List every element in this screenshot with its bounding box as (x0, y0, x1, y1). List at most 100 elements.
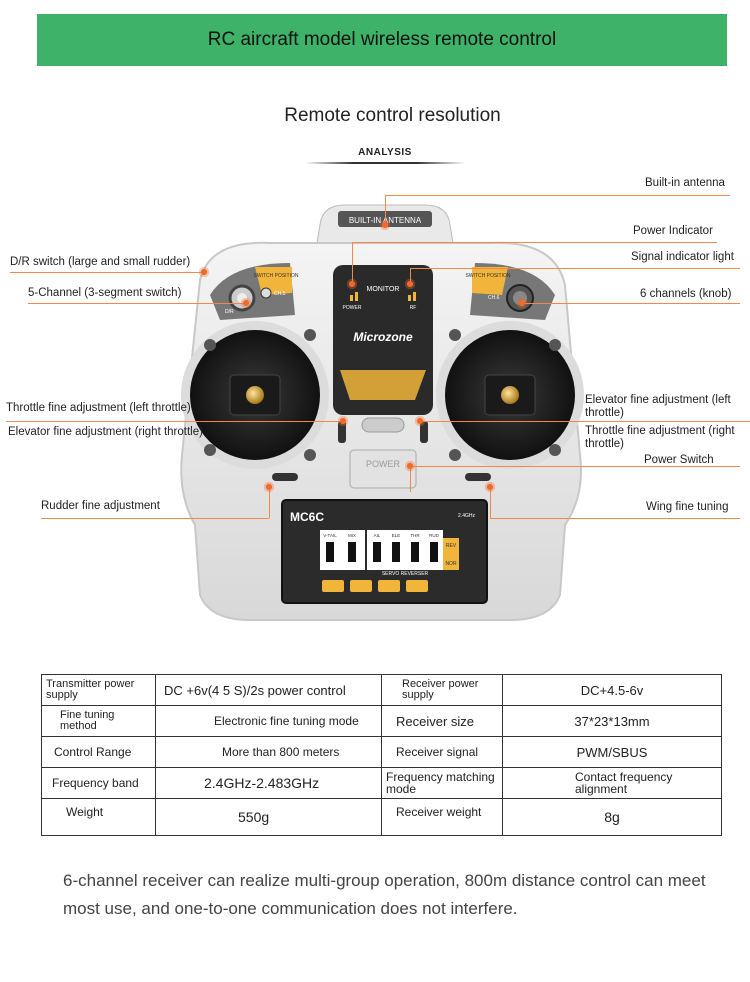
svg-text:THR: THR (410, 533, 420, 538)
left-stick (246, 386, 264, 404)
spec-label: Frequency matching mode (381, 767, 503, 799)
leader-power-switch-drop (410, 466, 411, 492)
table-row: Fine tuning method Electronic fine tunin… (41, 705, 722, 737)
leader-rudder-fine-rise (269, 487, 270, 518)
spec-value: DC +6v(4 5 S)/2s power control (155, 674, 382, 706)
section-title: Remote control resolution (284, 105, 501, 126)
spec-label: Weight (41, 798, 156, 836)
monitor-text: MONITOR (367, 286, 400, 293)
spec-value: DC+4.5-6v (502, 674, 722, 706)
callout-dr-switch: D/R switch (large and small rudder) (10, 256, 191, 268)
leader-signal-light-drop (410, 268, 411, 282)
leader-rudder-fine (41, 518, 269, 519)
leader-antenna-drop (385, 195, 386, 223)
marker-dr-switch (198, 266, 210, 278)
table-row: Transmitter power supply DC +6v(4 5 S)/2… (41, 674, 722, 706)
marker-six-channel (516, 297, 528, 309)
marker-throttle-fine (337, 415, 349, 427)
spec-label: Control Range (41, 736, 156, 768)
spec-value: 550g (155, 798, 382, 836)
footer-description: 6-channel receiver can realize multi-gro… (63, 871, 706, 918)
marker-five-channel (240, 297, 252, 309)
leader-five-channel (28, 303, 246, 304)
table-row: Frequency band 2.4GHz-2.483GHz Frequency… (41, 767, 722, 799)
power-switch-text: POWER (366, 459, 401, 469)
spec-label: Receiver signal (381, 736, 503, 768)
spec-label: Frequency band (41, 767, 156, 799)
callout-elevator-fine-right: Elevator fine adjustment (right throttle… (8, 426, 203, 438)
callout-antenna: Built-in antenna (645, 177, 725, 189)
transmitter-illustration: BUILT-IN ANTENNA SWITCH POSITION SWITCH … (180, 204, 584, 621)
leader-antenna (385, 195, 730, 196)
leader-wing-fine-rise (490, 487, 491, 518)
table-row: Control Range More than 800 meters Recei… (41, 736, 722, 768)
dr-text: D/R (225, 309, 234, 315)
callout-six-channel: 6 channels (knob) (640, 288, 732, 300)
leader-power-indicator-drop (352, 242, 353, 282)
model-text: MC6C (290, 510, 324, 524)
marker-rudder-fine (263, 481, 275, 493)
marker-wing-fine (484, 481, 496, 493)
table-row: Weight 550g Receiver weight 8g (41, 798, 722, 836)
marker-antenna (379, 219, 391, 231)
specs-table: Transmitter power supply DC +6v(4 5 S)/2… (41, 674, 722, 836)
spec-value: PWM/SBUS (502, 736, 722, 768)
ch6-text: CH.6 (488, 295, 500, 301)
svg-text:MIX: MIX (348, 533, 356, 538)
spec-label: Fine tuning method (41, 705, 156, 737)
right-stick (501, 386, 519, 404)
power-switch (349, 449, 417, 489)
callout-five-channel: 5-Channel (3-segment switch) (28, 287, 182, 299)
callout-throttle-fine-right: Throttle fine adjustment (right throttle… (585, 425, 735, 450)
banner-title: RC aircraft model wireless remote contro… (207, 29, 557, 50)
rf-mini-text: RF (410, 305, 417, 311)
svg-text:RUD: RUD (429, 533, 439, 538)
callout-throttle-fine: Throttle fine adjustment (left throttle) (6, 402, 191, 414)
spec-value: More than 800 meters (155, 736, 382, 768)
power-mini-text: POWER (343, 305, 362, 311)
spec-value: 2.4GHz-2.483GHz (155, 767, 382, 799)
svg-text:ELE: ELE (392, 533, 401, 538)
spec-label: Receiver power supply (381, 674, 503, 706)
spec-value: 8g (502, 798, 722, 836)
callout-rudder-fine: Rudder fine adjustment (41, 500, 160, 512)
spec-label: Receiver weight (381, 798, 503, 836)
callout-wing-fine: Wing fine tuning (646, 501, 729, 513)
analysis-underline (305, 162, 465, 164)
spec-value: Contact frequency alignment (502, 767, 722, 799)
marker-power-indicator (346, 278, 358, 290)
marker-signal-light (404, 278, 416, 290)
band-mark-text: 2.4GHz (458, 513, 475, 519)
ch5-text: CH.5 (274, 291, 286, 297)
reverser-title-text: SERVO REVERSER (382, 571, 429, 577)
brand-text: Microzone (353, 330, 413, 344)
callout-signal-light: Signal indicator light (631, 251, 734, 263)
leader-elevator-fine-left (420, 421, 750, 422)
leader-power-indicator (352, 242, 717, 243)
leader-six-channel (522, 303, 740, 304)
marker-elevator-fine-left (414, 415, 426, 427)
right-switch-position-text: SWITCH POSITION (466, 273, 511, 279)
callout-elevator-fine-left: Elevator fine adjustment (left throttle) (585, 394, 731, 419)
title-banner: RC aircraft model wireless remote contro… (37, 14, 727, 66)
right-switch-plate-gold (472, 267, 508, 295)
nor-text: NOR (445, 561, 457, 567)
rev-text: REV (446, 543, 457, 549)
leader-wing-fine (490, 518, 740, 519)
svg-text:V-TAIL: V-TAIL (323, 533, 337, 538)
callout-power-indicator: Power Indicator (633, 225, 713, 237)
leader-signal-light (410, 268, 740, 269)
leader-power-switch (410, 466, 740, 467)
callout-power-switch: Power Switch (644, 454, 714, 466)
spec-value: Electronic fine tuning mode (155, 705, 382, 737)
leader-dr-switch (10, 272, 205, 273)
marker-power-switch (404, 460, 416, 472)
spec-value: 37*23*13mm (502, 705, 722, 737)
left-switch-position-text: SWITCH POSITION (254, 273, 299, 279)
spec-label: Receiver size (381, 705, 503, 737)
analysis-heading: ANALYSIS (358, 147, 412, 158)
svg-text:AIL: AIL (374, 533, 381, 538)
ch5-switch (260, 287, 272, 299)
leader-throttle-fine (6, 421, 346, 422)
spec-label: Transmitter power supply (41, 674, 156, 706)
